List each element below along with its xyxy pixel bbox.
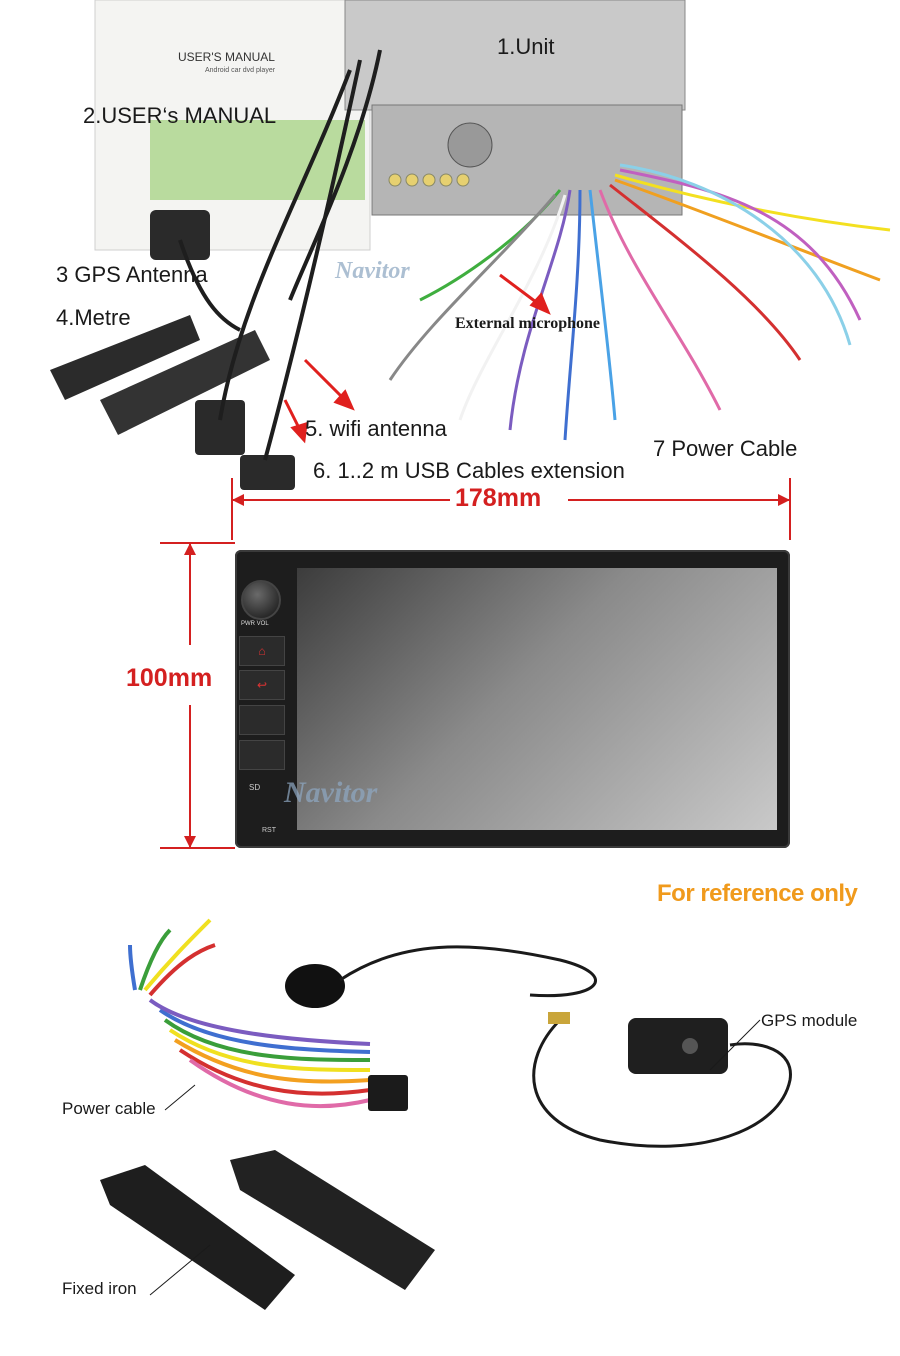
gps-module-label: GPS module bbox=[761, 1011, 858, 1030]
unit-fan bbox=[447, 122, 493, 168]
usb-label: 6. 1..2 m USB Cables extension bbox=[313, 458, 625, 483]
black-cables bbox=[178, 49, 382, 461]
mic-label: External microphone bbox=[455, 315, 601, 332]
accessories-photo: USER'S MANUAL Android car dvd player Nav… bbox=[0, 0, 900, 510]
knob-label: PWR VOL bbox=[241, 621, 269, 627]
reference-note: For reference only bbox=[657, 880, 858, 907]
manual-green-band bbox=[150, 120, 365, 200]
metre-label: 4.Metre bbox=[56, 305, 131, 330]
red-arrows bbox=[283, 273, 551, 444]
mic-cable bbox=[339, 945, 597, 998]
colored-wires bbox=[388, 163, 891, 441]
mic-foam bbox=[285, 964, 345, 1008]
head-unit-screen bbox=[297, 568, 777, 830]
volume-knob[interactable] bbox=[241, 580, 281, 620]
back-button[interactable]: ↩ bbox=[239, 670, 285, 700]
unit-rear bbox=[371, 104, 683, 216]
fixed-iron-2 bbox=[230, 1150, 435, 1290]
usb-plug-2 bbox=[240, 455, 295, 490]
head-unit-watermark: Navitor bbox=[284, 776, 378, 809]
power-cable-label: 7 Power Cable bbox=[653, 436, 798, 461]
gps-antenna-block bbox=[150, 210, 210, 260]
rst-label: RST bbox=[262, 827, 276, 834]
power-cable-accessory-label: Power cable bbox=[62, 1099, 156, 1118]
top-watermark: Navitor bbox=[335, 258, 410, 284]
mic-button[interactable] bbox=[239, 740, 285, 770]
unit-body bbox=[344, 0, 686, 111]
head-unit: PWR VOL ⌂ ↩ SD RST Navitor bbox=[235, 550, 790, 848]
gps-antenna-label: 3 GPS Antenna bbox=[56, 262, 208, 287]
height-dimension-label: 100mm bbox=[126, 664, 213, 692]
manual-label: 2.USER‘s MANUAL bbox=[83, 103, 277, 128]
fixed-iron-label: Fixed iron bbox=[62, 1279, 137, 1298]
manual-cover-title: USER'S MANUAL bbox=[178, 50, 275, 64]
gps-cable bbox=[532, 1018, 792, 1148]
gps-module-block bbox=[628, 1018, 728, 1074]
wifi-label: 5. wifi antenna bbox=[305, 416, 447, 441]
accessories-photo-drawing bbox=[50, 0, 891, 490]
rca-ports bbox=[388, 173, 470, 187]
gps-connector bbox=[548, 1012, 570, 1024]
home-button[interactable]: ⌂ bbox=[239, 636, 285, 666]
power-connector bbox=[368, 1075, 408, 1111]
sd-label: SD bbox=[249, 783, 261, 792]
bracket-2 bbox=[100, 330, 270, 435]
manual-cover-sub: Android car dvd player bbox=[205, 67, 276, 74]
power-harness bbox=[128, 918, 371, 1109]
unit-label: 1.Unit bbox=[497, 34, 555, 59]
navi-button[interactable] bbox=[239, 705, 285, 735]
width-dimension-label: 178mm bbox=[455, 484, 542, 512]
usb-plug-1 bbox=[195, 400, 245, 455]
bracket-1 bbox=[50, 315, 200, 400]
